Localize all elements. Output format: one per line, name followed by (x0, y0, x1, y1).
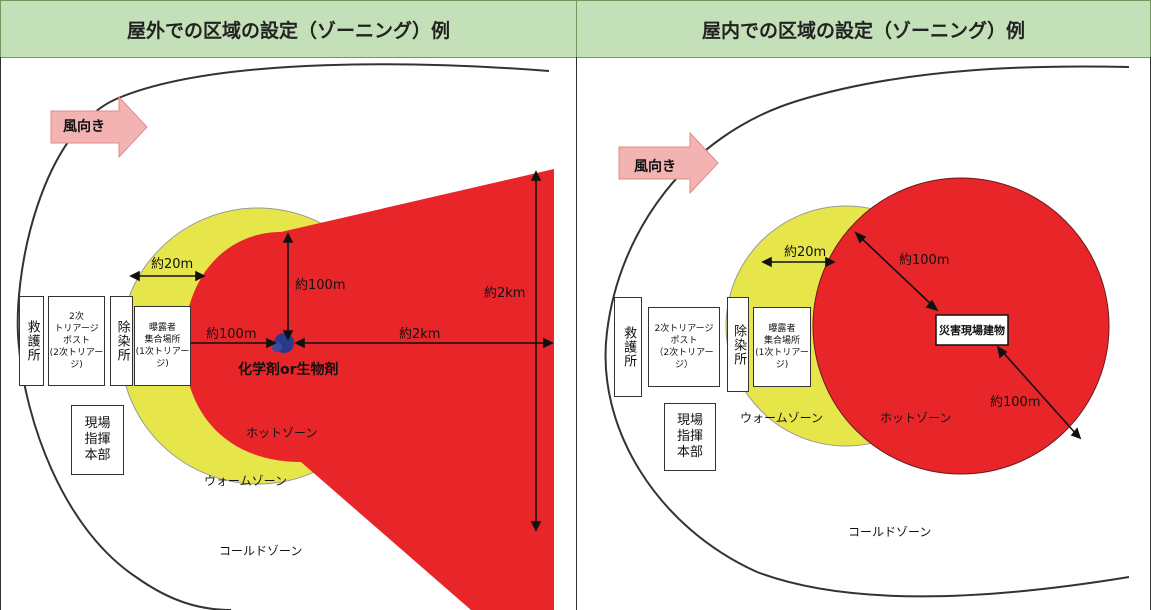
warm-zone-label: ウォームゾーン (740, 411, 824, 425)
secondary-triage-line3: ポスト (62, 335, 90, 346)
exposed-assembly-line1: 曝露者 (148, 322, 176, 333)
decon-station-box: 除染所 (727, 297, 749, 392)
secondary-triage-post-box: 2次トリアージ ポスト （2次トリアージ） (648, 307, 720, 387)
field-command-hq-line3: 本部 (84, 448, 111, 464)
field-command-hq-line3: 本部 (676, 445, 703, 461)
exposed-assembly-line3: (1次トリアージ) (755, 348, 809, 371)
warm-zone-label: ウォームゾーン (204, 474, 288, 488)
dist-100m-vertical-label: 約100m (295, 278, 346, 293)
dist-2km-vertical-label: 約2km (484, 286, 526, 301)
wind-arrow-shape (50, 95, 148, 159)
wind-label: 風向き (634, 159, 676, 175)
wind-label: 風向き (63, 119, 105, 135)
dist-2km-horizontal-label: 約2km (399, 327, 441, 342)
dist-100m-bottom-label: 約100m (990, 395, 1041, 410)
decon-station-label: 除染所 (114, 320, 130, 362)
rescue-station-label: 救護所 (621, 326, 637, 368)
left-panel-diagram: 風向き 救護所 2次 トリアージ ポスト (2次トリアージ) 除染所 曝露者 集… (0, 57, 577, 610)
hot-zone (184, 169, 554, 610)
building-label: 災害現場建物 (939, 324, 1005, 337)
secondary-triage-line4: (2次トリアージ) (49, 348, 104, 371)
exposed-assembly-line1: 曝露者 (768, 323, 796, 334)
dist-20m-label: 約20m (784, 245, 827, 260)
right-panel-title: 屋内での区域の設定（ゾーニング）例 (576, 0, 1151, 58)
exposed-assembly-box: 曝露者 集合場所 (1次トリアージ) (134, 306, 191, 386)
cold-zone-label: コールドゾーン (219, 544, 303, 558)
cold-zone-label: コールドゾーン (848, 525, 932, 539)
secondary-triage-post-box: 2次 トリアージ ポスト (2次トリアージ) (48, 296, 105, 386)
decon-station-box: 除染所 (110, 296, 133, 386)
cold-zone-boundary (16, 63, 550, 610)
secondary-triage-line1: 2次 (69, 311, 84, 322)
wind-arrow-shape (618, 131, 719, 195)
decon-station-label: 除染所 (731, 323, 747, 366)
dist-20m-label: 約20m (151, 257, 194, 272)
building-box (935, 314, 1009, 346)
secondary-triage-line2: トリアージ (54, 323, 99, 334)
rescue-station-box: 救護所 (614, 297, 642, 397)
secondary-triage-line1: 2次トリアージ (654, 323, 714, 334)
left-panel-title: 屋外での区域の設定（ゾーニング）例 (0, 0, 577, 58)
exposed-assembly-line2: 集合場所 (763, 335, 800, 346)
hot-zone-label: ホットゾーン (246, 426, 318, 440)
field-command-hq-line1: 現場 (84, 415, 111, 431)
secondary-triage-line3: （2次トリアージ） (654, 348, 714, 371)
secondary-triage-line2: ポスト (670, 335, 698, 346)
hot-zone-label: ホットゾーン (880, 411, 952, 425)
agent-label: 化学剤or生物剤 (238, 362, 339, 378)
dist-100m-top-label: 約100m (899, 253, 950, 268)
field-command-hq-line2: 指揮 (84, 431, 111, 447)
field-command-hq-line2: 指揮 (676, 428, 703, 444)
field-command-hq-box: 現場 指揮 本部 (71, 405, 124, 475)
field-command-hq-box: 現場 指揮 本部 (664, 403, 716, 471)
rescue-station-label: 救護所 (24, 320, 40, 362)
exposed-assembly-line2: 集合場所 (144, 334, 181, 345)
exposed-assembly-line3: (1次トリアージ) (135, 347, 190, 370)
left-zoning-diagram (16, 63, 554, 610)
field-command-hq-line1: 現場 (676, 412, 703, 428)
dist-100m-horizontal-label: 約100m (206, 327, 257, 342)
exposed-assembly-box: 曝露者 集合場所 (1次トリアージ) (753, 307, 811, 387)
cold-zone-boundary (604, 65, 1130, 598)
right-panel-diagram: 風向き 救護所 2次トリアージ ポスト （2次トリアージ） 除染所 曝露者 集合… (576, 57, 1151, 610)
rescue-station-box: 救護所 (19, 296, 44, 386)
